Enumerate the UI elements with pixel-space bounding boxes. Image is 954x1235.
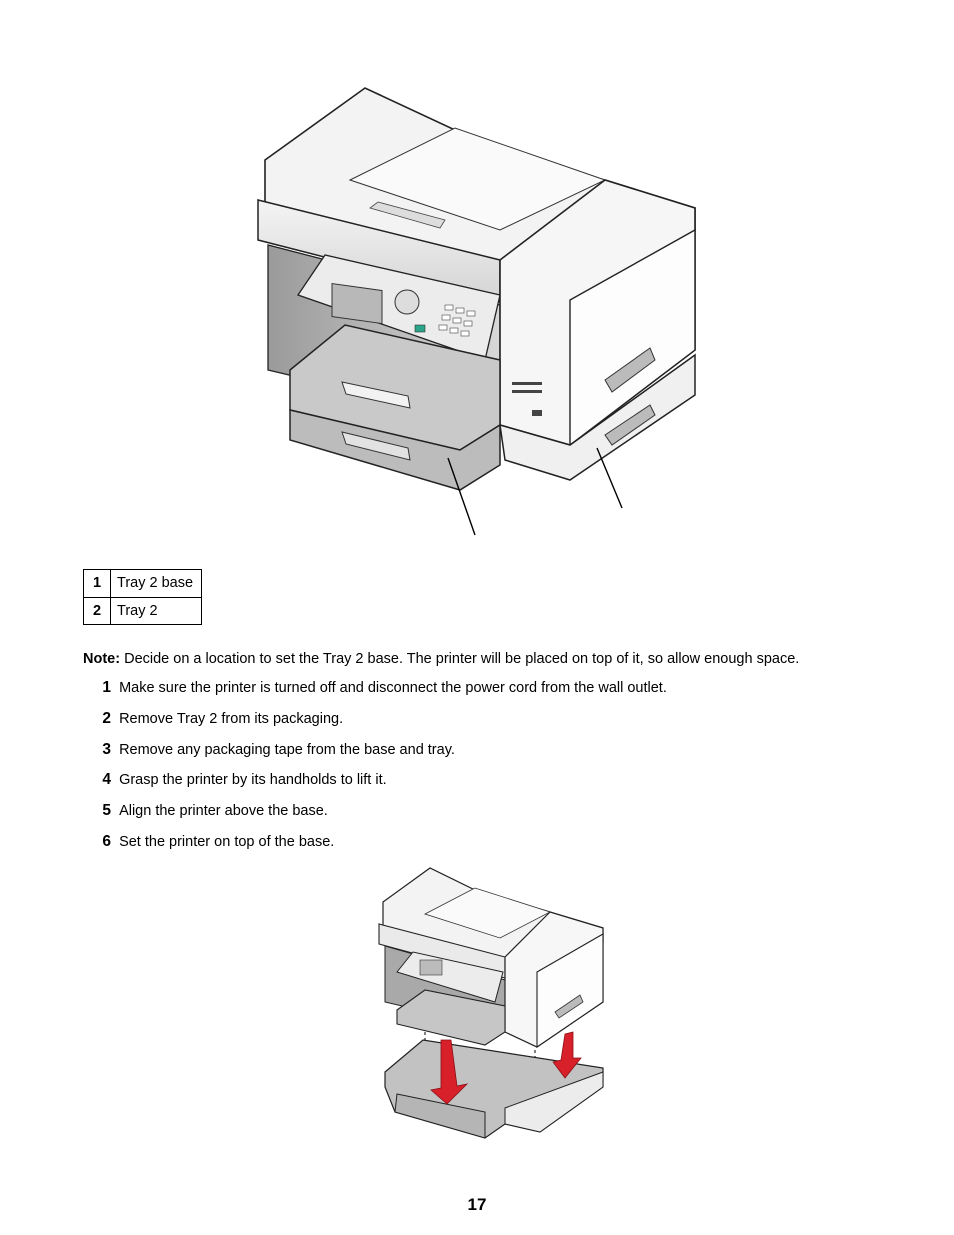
step-item: 3 Remove any packaging tape from the bas… bbox=[83, 740, 667, 773]
step-text: Grasp the printer by its handholds to li… bbox=[119, 772, 387, 789]
legend-table: 1 Tray 2 base 2 Tray 2 bbox=[83, 569, 202, 625]
step-text: Remove Tray 2 from its packaging. bbox=[119, 710, 344, 727]
step-number: 6 bbox=[102, 832, 111, 850]
note-prefix: Note: bbox=[83, 651, 121, 667]
printer-on-base-illustration bbox=[378, 867, 604, 1139]
callout-line-tray2-base bbox=[596, 447, 623, 509]
note-text: Decide on a location to set the Tray 2 b… bbox=[124, 651, 800, 667]
step-number: 4 bbox=[102, 771, 111, 789]
step-item: 2 Remove Tray 2 from its packaging. bbox=[83, 709, 667, 742]
step-text: Align the printer above the base. bbox=[119, 803, 328, 820]
step-item: 6 Set the printer on top of the base. bbox=[83, 832, 667, 865]
legend-number: 1 bbox=[83, 569, 111, 598]
step-item: 1 Make sure the printer is turned off an… bbox=[83, 679, 667, 711]
step-number: 3 bbox=[102, 740, 111, 758]
step-item: 5 Align the printer above the base. bbox=[83, 802, 667, 834]
step-text: Remove any packaging tape from the base … bbox=[119, 741, 455, 758]
printer-with-tray2-illustration bbox=[257, 87, 696, 536]
legend-row: 1 Tray 2 base bbox=[83, 569, 202, 598]
step-text: Make sure the printer is turned off and … bbox=[119, 680, 667, 696]
instruction-steps: 1 Make sure the printer is turned off an… bbox=[83, 679, 667, 865]
legend-row: 2 Tray 2 bbox=[83, 596, 202, 625]
step-number: 5 bbox=[102, 802, 111, 820]
step-number: 1 bbox=[102, 679, 111, 696]
legend-number: 2 bbox=[83, 596, 111, 625]
step-item: 4 Grasp the printer by its handholds to … bbox=[83, 771, 667, 803]
step-text: Set the printer on top of the base. bbox=[119, 833, 335, 850]
note-paragraph: Note: Decide on a location to set the Tr… bbox=[83, 651, 799, 667]
legend-label: Tray 2 base bbox=[110, 569, 202, 598]
step-number: 2 bbox=[102, 709, 111, 727]
page-number: 17 bbox=[467, 1195, 487, 1214]
legend-label: Tray 2 bbox=[110, 596, 202, 625]
callout-line-tray2 bbox=[447, 457, 476, 536]
